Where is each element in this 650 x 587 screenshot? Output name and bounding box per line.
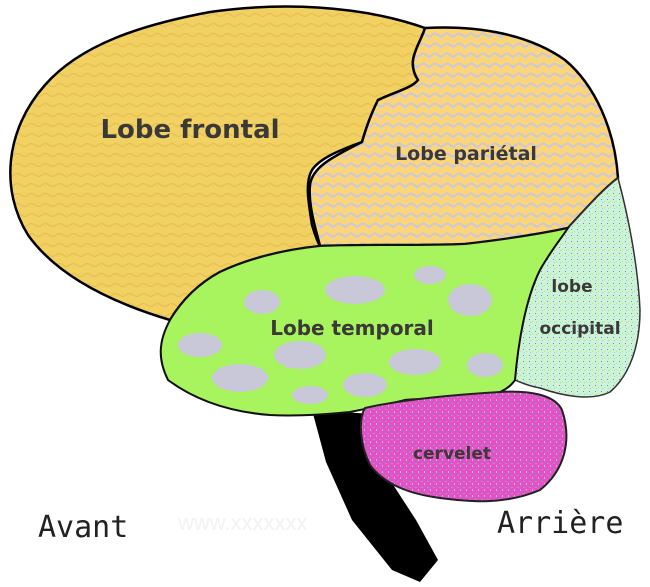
parietal-lobe-label: Lobe pariétal bbox=[395, 143, 537, 165]
occipital-lobe-label-line2: occipital bbox=[539, 319, 620, 339]
front-direction-label: Avant bbox=[38, 510, 128, 545]
occipital-lobe-label-line1: lobe bbox=[551, 277, 592, 297]
watermark: www.xxxxxxx bbox=[177, 510, 308, 535]
cerebellum-label: cervelet bbox=[413, 444, 491, 464]
temporal-lobe-label: Lobe temporal bbox=[270, 316, 434, 340]
frontal-lobe-label: Lobe frontal bbox=[100, 115, 279, 145]
back-direction-label: Arrière bbox=[497, 506, 623, 541]
